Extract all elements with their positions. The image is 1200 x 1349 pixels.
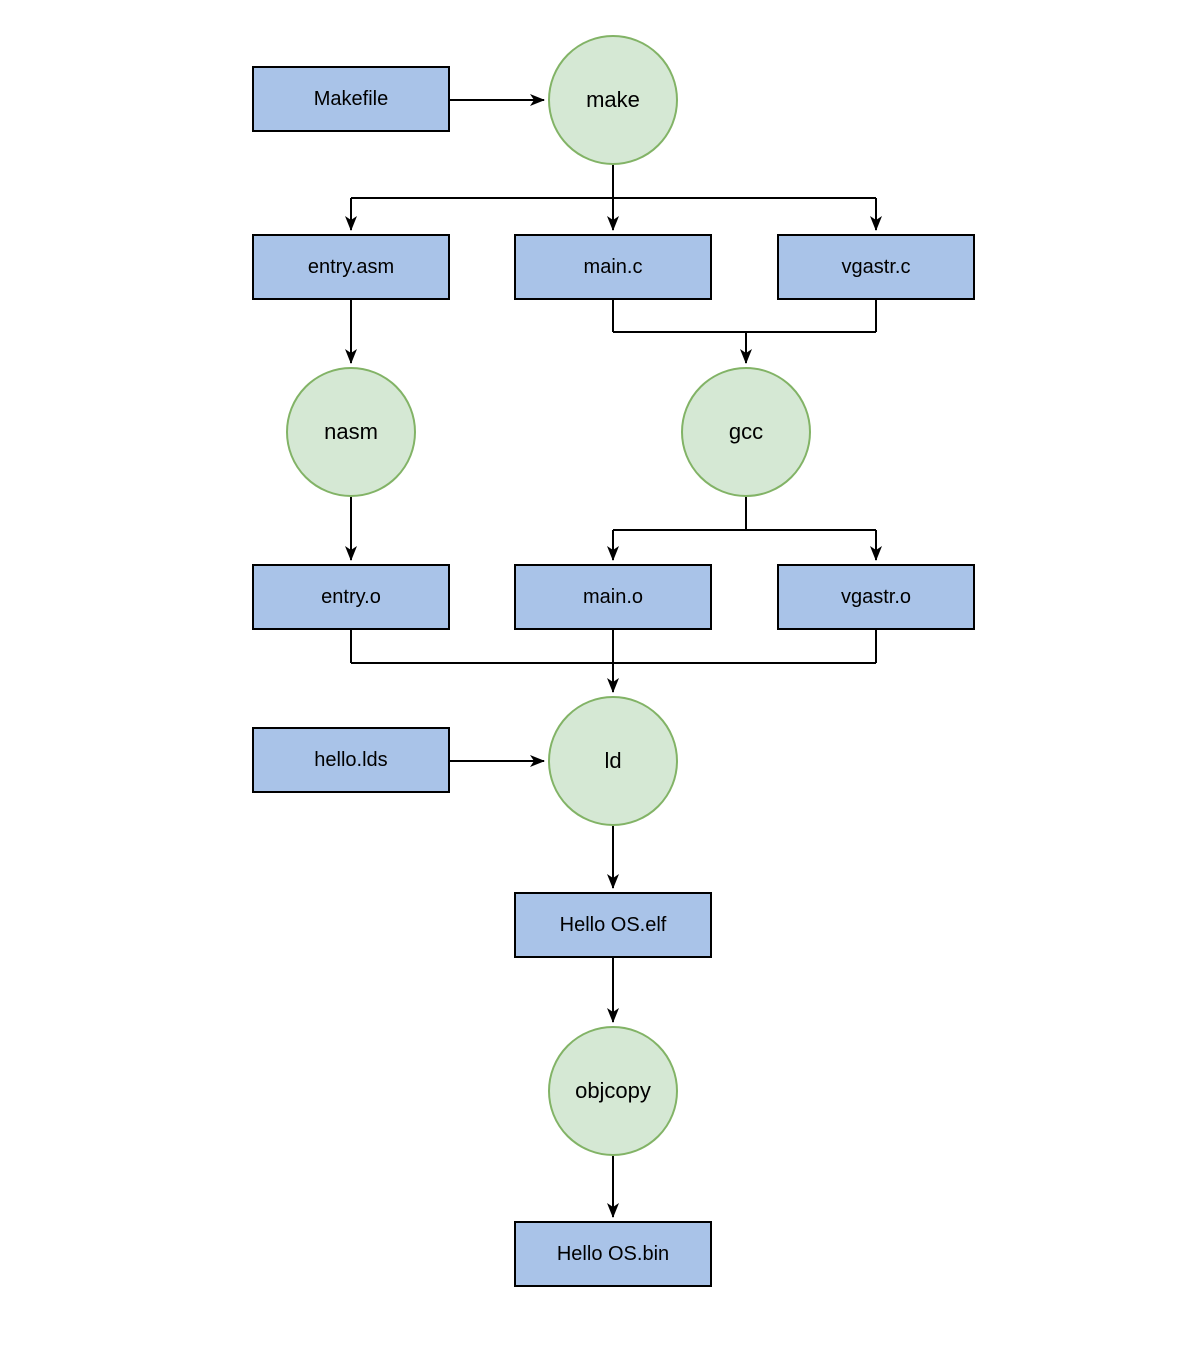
node-ld: ld (548, 696, 678, 826)
node-nasm-label: nasm (324, 419, 378, 444)
node-hello-os-elf-label: Hello OS.elf (559, 913, 667, 936)
node-objcopy-label: objcopy (575, 1078, 651, 1103)
node-hello-lds: hello.lds (252, 727, 450, 793)
node-hello-lds-label: hello.lds (314, 748, 388, 771)
node-hello-os-bin-label: Hello OS.bin (556, 1242, 670, 1265)
node-entry-asm: entry.asm (252, 234, 450, 300)
node-entry-o-label: entry.o (321, 585, 381, 608)
node-hello-os-elf: Hello OS.elf (514, 892, 712, 958)
node-makefile-label: Makefile (313, 87, 389, 110)
node-makefile: Makefile (252, 66, 450, 132)
node-main-o: main.o (514, 564, 712, 630)
node-entry-o: entry.o (252, 564, 450, 630)
node-entry-asm-label: entry.asm (307, 255, 395, 278)
node-gcc: gcc (681, 367, 811, 497)
node-make: make (548, 35, 678, 165)
node-make-label: make (586, 87, 640, 112)
node-nasm: nasm (286, 367, 416, 497)
node-main-c-label: main.c (583, 255, 643, 278)
node-main-c: main.c (514, 234, 712, 300)
node-vgastr-c-label: vgastr.c (841, 255, 911, 278)
node-vgastr-o: vgastr.o (777, 564, 975, 630)
node-vgastr-o-label: vgastr.o (840, 585, 912, 608)
node-gcc-label: gcc (728, 419, 764, 444)
node-vgastr-c: vgastr.c (777, 234, 975, 300)
node-ld-label: ld (604, 748, 622, 773)
node-objcopy: objcopy (548, 1026, 678, 1156)
node-main-o-label: main.o (582, 585, 644, 608)
node-hello-os-bin: Hello OS.bin (514, 1221, 712, 1287)
